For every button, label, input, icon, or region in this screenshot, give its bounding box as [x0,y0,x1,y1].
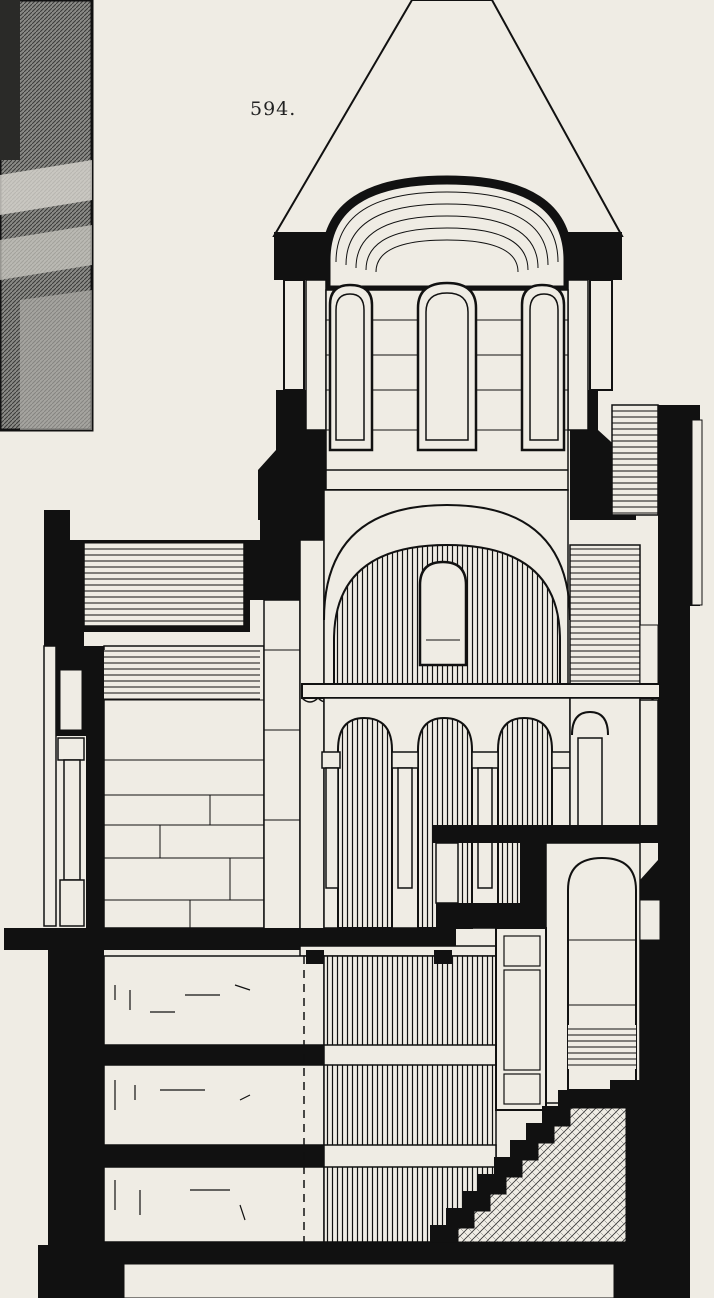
right-aisle-masonry [569,544,659,686]
crossing-arch [323,489,571,691]
main-floor [4,903,546,957]
left-nave-masonry [103,539,325,931]
cupola [321,175,573,295]
crypt-staircase [430,1090,627,1243]
crypt-chambers [103,955,325,1243]
left-exterior-wall [43,645,104,936]
tower-window-right [520,283,566,452]
tower-window-left [328,283,374,452]
figure-number: 594. [250,98,297,120]
tower-window-center [416,281,478,452]
crypt-door [495,927,547,1111]
engraving-plate [0,0,94,432]
right-colonnade [569,697,659,829]
left-aisle-roof [44,510,326,646]
tower-walls [258,232,636,520]
right-upper-wall [611,404,703,1298]
right-lower-arch [545,842,661,1104]
crypt-walls [38,950,650,1298]
